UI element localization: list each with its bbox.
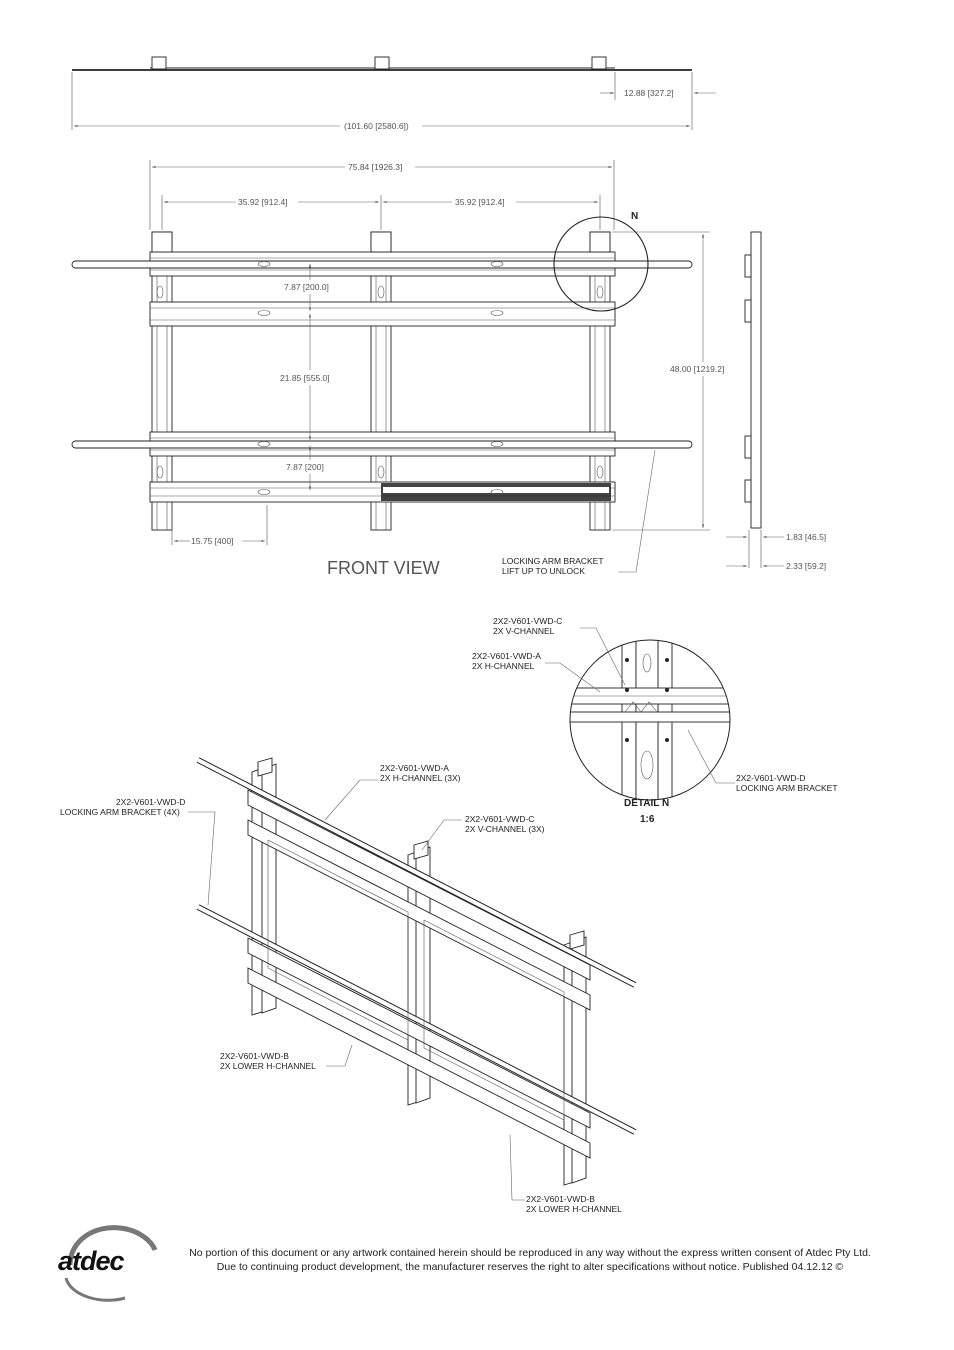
detail-d-desc: LOCKING ARM BRACKET	[736, 783, 838, 793]
side-dim-a: 1.83 [46.5]	[786, 532, 826, 542]
front-bottom-dim: 15.75 [400]	[191, 536, 234, 546]
iso-d-desc: LOCKING ARM BRACKET (4X)	[60, 807, 180, 817]
iso-b2-code: 2X2-V601-VWD-B	[526, 1194, 595, 1204]
detail-view: DETAIL N 1:6 2X2-V601-VWD-C 2X V-CHANNEL…	[472, 616, 838, 825]
front-v3-dim: 7.87 [200]	[286, 462, 324, 472]
front-view-title: FRONT VIEW	[327, 558, 440, 578]
iso-b1-desc: 2X LOWER H-CHANNEL	[220, 1061, 316, 1071]
front-right-dim: 35.92 [912.4]	[455, 197, 505, 207]
detail-d-code: 2X2-V601-VWD-D	[736, 773, 805, 783]
atdec-logo-text: atdec	[58, 1246, 125, 1276]
side-dim-b: 2.33 [59.2]	[786, 561, 826, 571]
detail-c-desc: 2X V-CHANNEL	[493, 626, 555, 636]
locking-label-1: LOCKING ARM BRACKET	[502, 556, 604, 566]
iso-b2-desc: 2X LOWER H-CHANNEL	[526, 1204, 622, 1214]
side-view: 1.83 [46.5] 2.33 [59.2]	[726, 231, 826, 571]
front-view: 75.84 [1926.3] 35.92 [912.4] 35.92 [912.…	[71, 160, 724, 578]
iso-b1-code: 2X2-V601-VWD-B	[220, 1051, 289, 1061]
footer-line-1: No portion of this document or any artwo…	[189, 1247, 871, 1259]
top-depth-dim: 12.88 [327.2]	[624, 88, 674, 98]
footer-line-2: Due to continuing product development, t…	[216, 1261, 844, 1273]
detail-title: DETAIL N	[624, 798, 669, 809]
detail-scale: 1:6	[640, 814, 655, 825]
iso-d-code: 2X2-V601-VWD-D	[116, 797, 185, 807]
front-height-dim: 48.00 [1219.2]	[670, 364, 724, 374]
atdec-logo	[64, 1225, 158, 1302]
detail-a-code: 2X2-V601-VWD-A	[472, 651, 541, 661]
detail-c-code: 2X2-V601-VWD-C	[493, 616, 562, 626]
iso-view: 2X2-V601-VWD-A 2X H-CHANNEL (3X) 2X2-V60…	[60, 757, 637, 1214]
front-v2-dim: 21.85 [555.0]	[280, 373, 330, 383]
iso-c-desc: 2X V-CHANNEL (3X)	[465, 824, 545, 834]
front-v1-dim: 7.87 [200.0]	[284, 282, 329, 292]
detail-marker: N	[631, 211, 638, 222]
locking-label-2: LIFT UP TO UNLOCK	[502, 566, 585, 576]
detail-a-desc: 2X H-CHANNEL	[472, 661, 535, 671]
iso-a-code: 2X2-V601-VWD-A	[380, 763, 449, 773]
top-width-dim: (101.60 [2580.6])	[344, 121, 409, 131]
front-left-dim: 35.92 [912.4]	[238, 197, 288, 207]
iso-a-desc: 2X H-CHANNEL (3X)	[380, 773, 461, 783]
top-view: 12.88 [327.2] (101.60 [2580.6])	[71, 56, 716, 131]
front-overall-dim: 75.84 [1926.3]	[348, 162, 402, 172]
iso-c-code: 2X2-V601-VWD-C	[465, 814, 534, 824]
